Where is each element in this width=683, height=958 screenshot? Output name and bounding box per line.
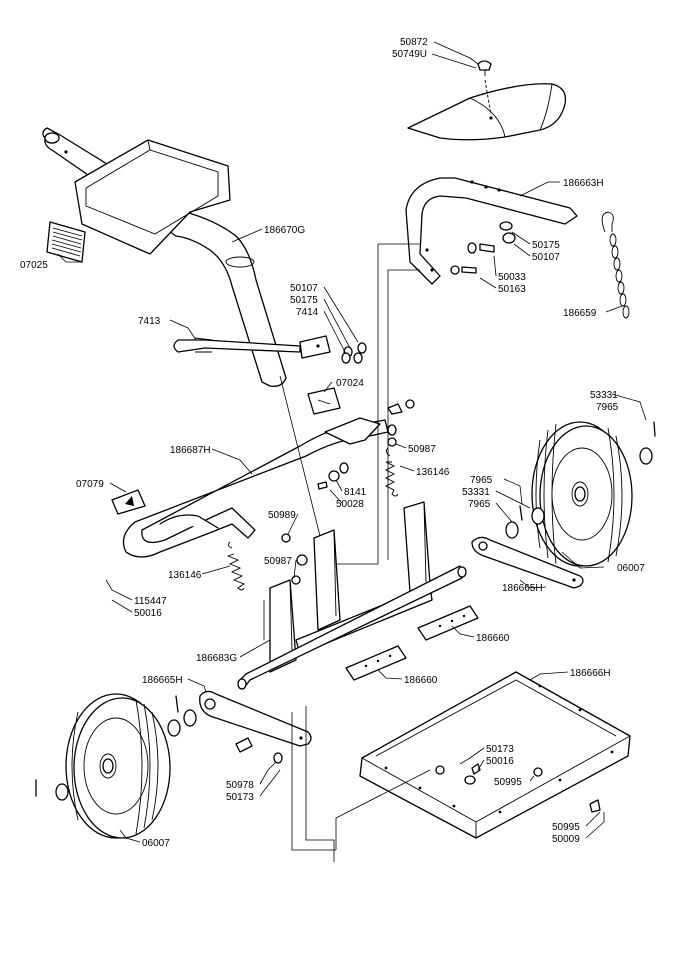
callout-label: 186687H	[170, 445, 211, 456]
spring-upper-part	[384, 447, 399, 497]
callout-label: 7414	[296, 307, 319, 318]
wheel-left-part	[65, 693, 171, 839]
chain-part	[601, 211, 630, 319]
callout-label: 186660	[404, 675, 438, 686]
wheel-right-part	[531, 421, 633, 567]
callout-label: 186670G	[264, 225, 305, 236]
main-frame-part	[122, 417, 397, 558]
callout-label: 50173	[486, 744, 514, 755]
callout-label: 50175	[532, 240, 560, 251]
rod-part	[173, 335, 367, 364]
tray-part	[74, 139, 231, 255]
wheel-arm-left-part	[199, 690, 312, 747]
callout-label: 136146	[168, 570, 202, 581]
wheel-left-hardware-part	[35, 695, 283, 801]
callout-label: 186659	[563, 308, 597, 319]
middle-hardware-part	[281, 399, 415, 585]
callout-label: 50995	[494, 777, 522, 788]
seat-bracket-part	[405, 177, 578, 285]
callout-label: 7965	[596, 402, 619, 413]
decal-07025-part	[46, 221, 86, 263]
callout-label: 50107	[532, 252, 560, 263]
bracket-hardware-part	[450, 221, 516, 275]
lower-frame-part	[237, 501, 467, 690]
callout-label: 186666H	[570, 668, 611, 679]
callout-label: 50033	[498, 272, 526, 283]
callout-label: 06007	[617, 563, 645, 574]
callout-label: 186683G	[196, 653, 237, 664]
decal-07079-part	[111, 489, 146, 515]
callout-label: 50009	[552, 834, 580, 845]
callout-label: 50872	[400, 37, 428, 48]
plate-186660-left-part	[345, 645, 407, 681]
callout-label: 136146	[416, 467, 450, 478]
callout-label: 50995	[552, 822, 580, 833]
callout-label: 50016	[134, 608, 162, 619]
callout-label: 50749U	[392, 49, 427, 60]
callout-label: 07079	[76, 479, 104, 490]
callout-label: 50163	[498, 284, 526, 295]
callout-label: 50016	[486, 756, 514, 767]
callout-label: 186665H	[142, 675, 183, 686]
callout-label: 50989	[268, 510, 296, 521]
callout-labels: 50872 50749U 186663H 186670G 50175 50107…	[20, 37, 645, 849]
callout-label: 53331	[462, 487, 490, 498]
callout-label: 7965	[470, 475, 493, 486]
leader-lines	[57, 41, 647, 843]
callout-label: 50175	[290, 295, 318, 306]
callout-label: 50028	[336, 499, 364, 510]
callout-label: 186665H	[502, 583, 543, 594]
assembly-guide-lines	[263, 243, 431, 862]
seat-part	[407, 83, 567, 141]
bottom-tray-part	[359, 671, 631, 839]
spring-lower-part	[226, 541, 245, 591]
wheel-right-hardware-part	[505, 421, 656, 539]
tray-hardware-part	[435, 763, 601, 813]
callout-label: 7413	[138, 316, 161, 327]
callout-label: 06007	[142, 838, 170, 849]
callout-label: 07025	[20, 260, 48, 271]
callout-label: 50107	[290, 283, 318, 294]
callout-label: 7965	[468, 499, 491, 510]
wheel-arm-right-part	[471, 536, 584, 589]
callout-label: 50987	[408, 444, 436, 455]
seat-bolt-part	[477, 60, 492, 116]
callout-label: 186663H	[563, 178, 604, 189]
plate-186660-right-part	[417, 605, 479, 641]
callout-label: 50978	[226, 780, 254, 791]
callout-label: 8141	[344, 487, 367, 498]
callout-label: 186660	[476, 633, 510, 644]
callout-label: 07024	[336, 378, 364, 389]
callout-label: 50173	[226, 792, 254, 803]
callout-label: 53331	[590, 390, 618, 401]
callout-label: 50987	[264, 556, 292, 567]
callout-label: 115447	[134, 596, 167, 607]
